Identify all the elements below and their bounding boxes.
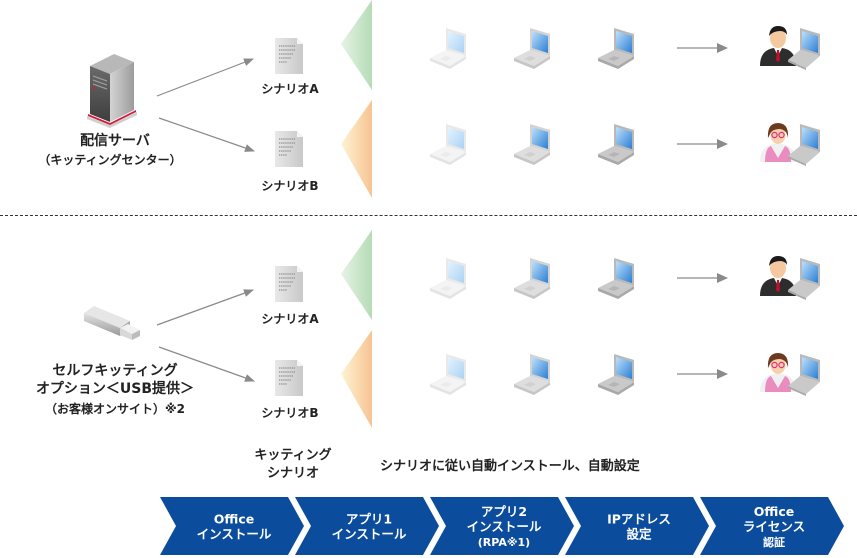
process-step-label: IPアドレス: [607, 512, 671, 527]
process-step-label: Office: [754, 504, 794, 519]
process-step: アプリ2インストール (RPA※1): [430, 497, 574, 555]
process-step-label: ライセンス: [743, 519, 805, 534]
process-step: Officeインストール: [160, 497, 304, 555]
process-step: Officeライセンス認証: [700, 497, 844, 555]
process-step-label: アプリ2: [481, 504, 527, 519]
process-step-label: 設定: [626, 527, 652, 542]
process-step-label: インストール: [332, 527, 407, 542]
process-step-label: 認証: [763, 535, 785, 549]
process-step-label: インストール: [197, 527, 272, 542]
process-step-label: (RPA※1): [478, 536, 530, 549]
process-step: アプリ1インストール: [295, 497, 439, 555]
process-step-label: アプリ1: [346, 512, 392, 527]
process-step-label: インストール: [467, 519, 542, 534]
process-step: IPアドレス設定: [565, 497, 709, 555]
process-step-label: Office: [214, 512, 254, 527]
